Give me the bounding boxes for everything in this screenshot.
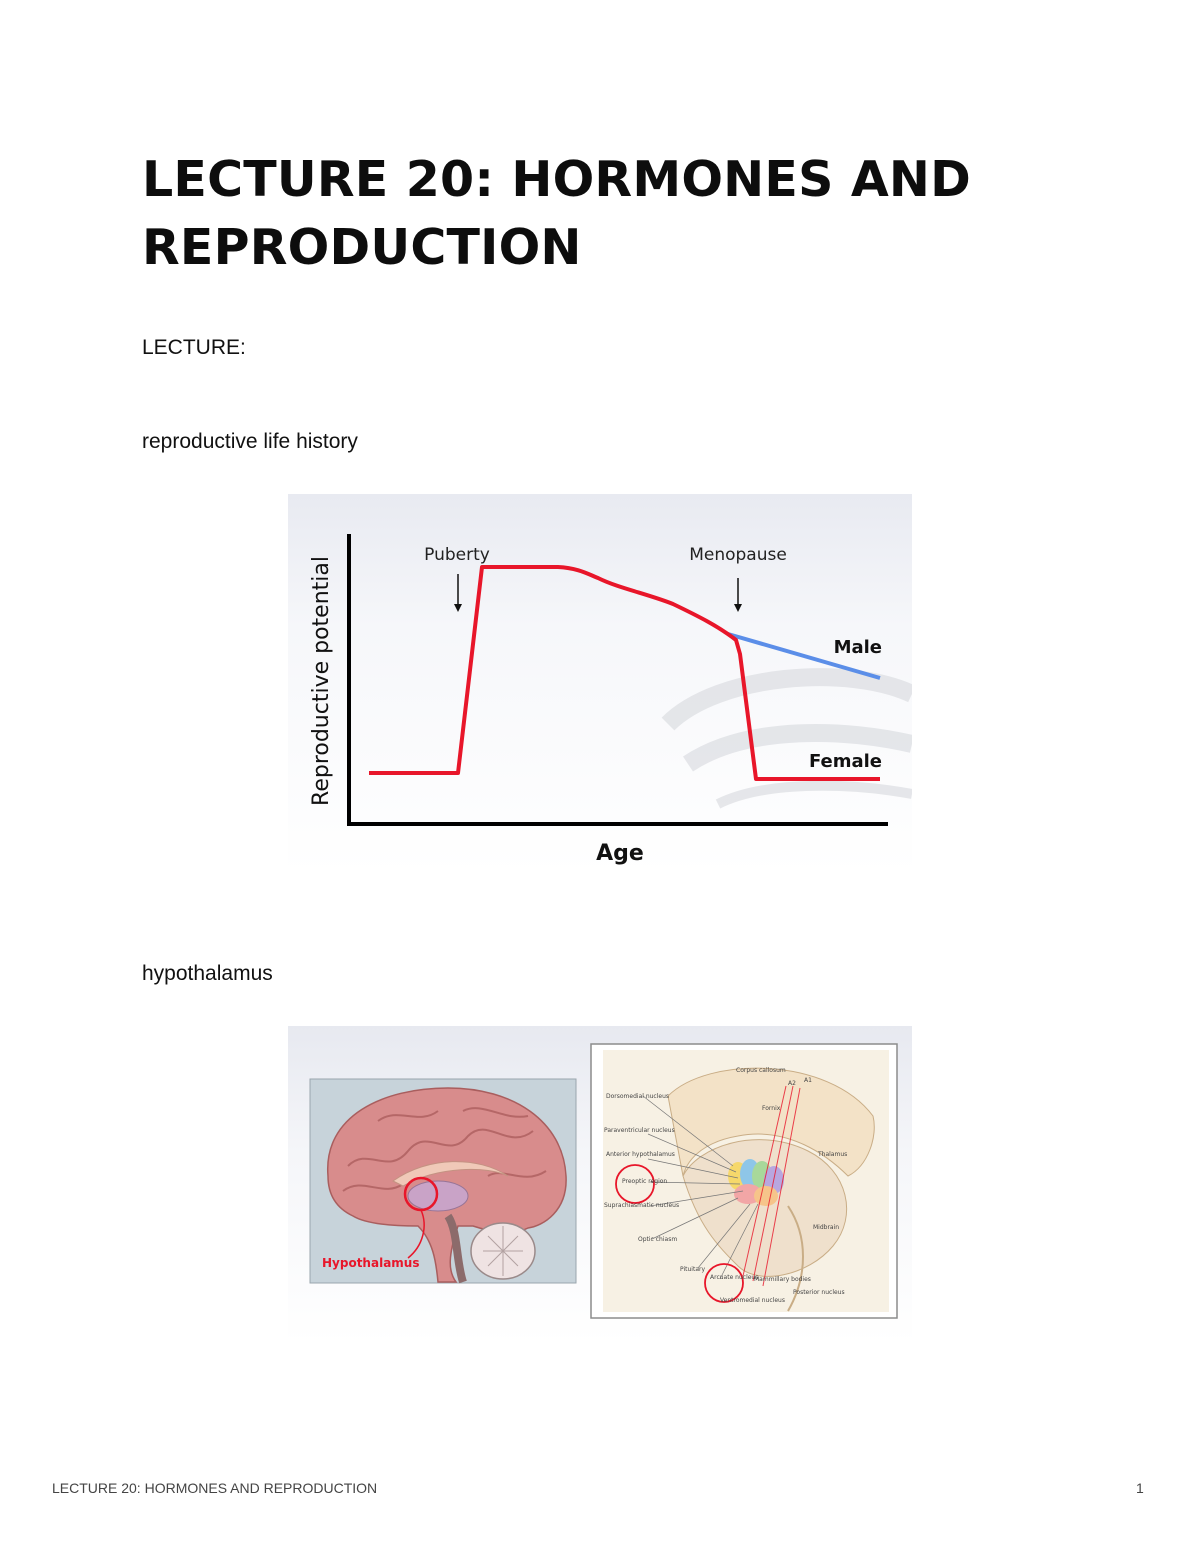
- label-a1: A1: [804, 1077, 812, 1084]
- background-swoosh-decoration: [661, 668, 912, 809]
- label-suprachiasmatic: Suprachiasmatic nucleus: [604, 1202, 679, 1209]
- label-corpus-callosum: Corpus callosum: [736, 1067, 786, 1074]
- hypothalamus-figure: Hypothalamus: [288, 1026, 912, 1344]
- series-line-male: [727, 632, 881, 680]
- label-optic: Optic chiasm: [638, 1236, 677, 1243]
- label-mammillary: Mammillary bodies: [754, 1276, 811, 1283]
- page-title: LECTURE 20: HORMONES AND REPRODUCTION: [142, 151, 972, 276]
- annotation-puberty: Puberty: [424, 545, 490, 565]
- y-axis-label: Reproductive potential: [309, 556, 334, 806]
- reproductive-potential-chart: Reproductive potential Age Puberty Menop…: [288, 494, 912, 874]
- label-ventromedial: Ventromedial nucleus: [720, 1297, 785, 1304]
- series-label-female: Female: [809, 751, 882, 772]
- series-line-female: [369, 565, 880, 781]
- hypothalamus-label: Hypothalamus: [322, 1256, 419, 1270]
- menopause-arrow: [734, 578, 742, 612]
- section-heading-hypothalamus: hypothalamus: [142, 962, 273, 985]
- label-dorsomedial: Dorsomedial nucleus: [606, 1093, 669, 1100]
- lecture-label: LECTURE:: [142, 336, 246, 359]
- label-paraventricular: Paraventricular nucleus: [604, 1127, 675, 1134]
- label-a2: A2: [788, 1080, 796, 1087]
- footer-page-number: 1: [1136, 1480, 1144, 1496]
- footer-title: LECTURE 20: HORMONES AND REPRODUCTION: [52, 1480, 378, 1496]
- label-anterior: Anterior hypothalamus: [606, 1151, 675, 1158]
- series-label-male: Male: [834, 637, 882, 658]
- label-midbrain: Midbrain: [813, 1224, 839, 1231]
- preoptic-highlight-circle: [615, 1164, 655, 1204]
- label-posterior: Posterior nucleus: [793, 1289, 845, 1296]
- annotation-menopause: Menopause: [689, 545, 787, 565]
- hypothalamus-nuclei-diagram: Corpus callosum A2 A1 Fornix Thalamus Mi…: [590, 1043, 898, 1319]
- arcuate-highlight-circle: [704, 1263, 744, 1303]
- x-axis-label: Age: [596, 841, 644, 866]
- label-fornix: Fornix: [762, 1105, 781, 1112]
- label-pituitary: Pituitary: [680, 1266, 705, 1273]
- label-preoptic: Preoptic region: [622, 1178, 667, 1185]
- label-thalamus: Thalamus: [817, 1151, 847, 1158]
- label-arcuate: Arcuate nucleus: [710, 1274, 758, 1281]
- brain-sagittal-illustration: Hypothalamus: [309, 1078, 577, 1284]
- section-heading-reproductive-life-history: reproductive life history: [142, 430, 358, 453]
- puberty-arrow: [454, 574, 462, 612]
